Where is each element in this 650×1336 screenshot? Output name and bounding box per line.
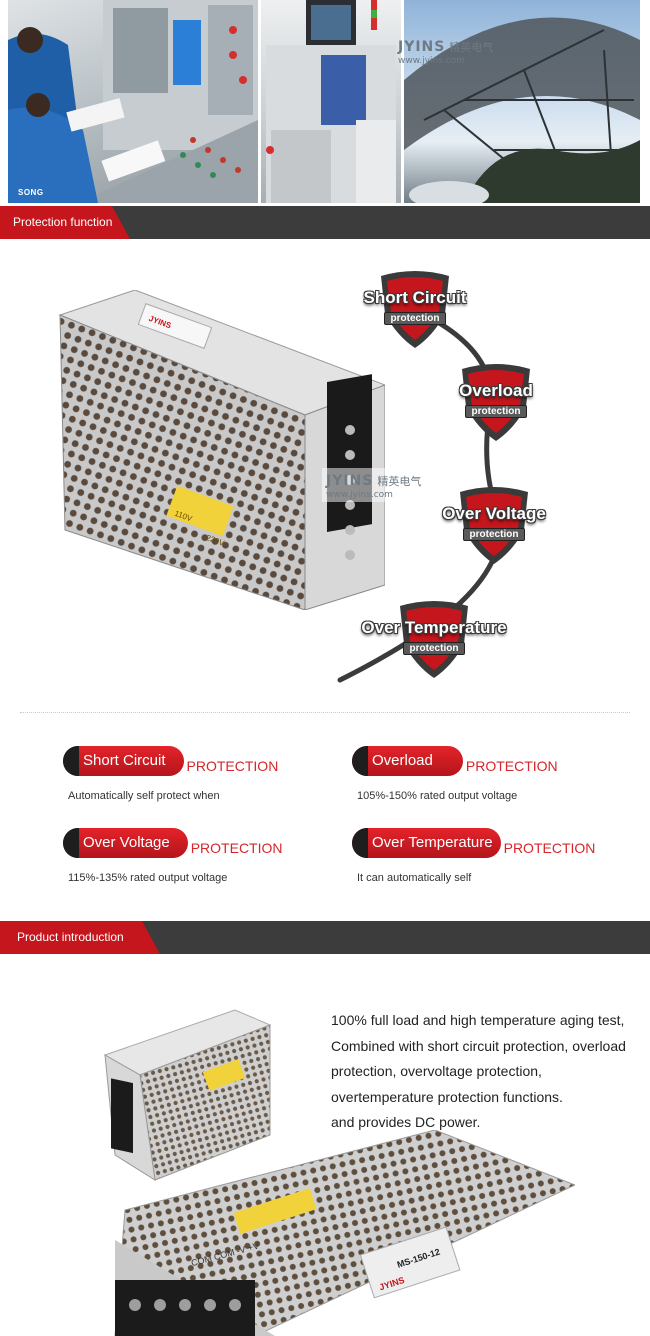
control-room-illustration [8,0,258,203]
product-image-small [103,1009,272,1181]
product-section-title: Product introduction [0,921,160,954]
intro-line: Combined with short circuit protection, … [331,1037,626,1105]
protection-pill-label: Overload [372,752,433,769]
protection-desc: 115%-135% rated output voltage [68,872,228,884]
protection-word: PROTECTION [190,840,283,856]
protection-pill: Overload [352,746,463,776]
shield-over-voltage-sub: protection [462,528,526,541]
product-image-large: COM COM -V +V MS-150-12 JYINS [114,1130,575,1336]
watermark-mid-brand: JYINS [326,473,374,489]
shield-overload-title: Overload [459,381,533,400]
protection-pill-label: Over Temperature [372,834,493,851]
radar-dish-photo [404,0,640,203]
watermark-mid-cn: 精英电气 [377,475,422,488]
protection-pill-label: Short Circuit [83,752,166,769]
protection-word: PROTECTION [186,758,279,774]
protection-item-over-voltage: Over Voltage PROTECTION 115%-135% rated o… [63,828,283,884]
shield-short-circuit: Short Circuit protection [360,271,470,348]
protection-section-title: Protection function [0,206,130,239]
shield-short-circuit-sub: protection [383,312,447,325]
watermark-brand: JYINS [398,39,446,55]
protection-item-short-circuit: Short Circuit PROTECTION Automatically se… [63,746,278,802]
shield-over-temperature-title: Over Temperature [361,618,507,637]
shield-over-temperature-sub: protection [402,642,466,655]
protection-desc: 105%-150% rated output voltage [357,790,518,802]
intro-line: 100% full load and high temperature agin… [331,1012,625,1028]
watermark-cn: 精英电气 [449,41,494,54]
shield-over-voltage: Over Voltage protection [436,487,552,564]
photo-caption: SONG [18,188,44,197]
machine-photo [261,0,401,203]
shield-over-temperature: Over Temperature protection [352,601,516,678]
watermark-url: www.jyins.com [398,56,465,66]
machine-illustration [266,0,396,203]
protection-pill: Over Voltage [63,828,188,858]
protection-pill: Over Temperature [352,828,501,858]
protection-word: PROTECTION [465,758,558,774]
protection-desc: It can automatically self [357,872,472,884]
intro-line: and provides DC power. [331,1114,481,1130]
watermark-mid-url: www.jyins.com [326,490,393,500]
protection-desc: Automatically self protect when [68,790,220,802]
protection-pill-label: Over Voltage [83,834,170,851]
radar-illustration [404,17,640,203]
shield-overload: Overload protection [450,364,542,441]
protection-pill: Short Circuit [63,746,184,776]
protection-section-header: Protection function [0,206,650,239]
shield-over-voltage-title: Over Voltage [442,504,546,523]
product-section-header: Product introduction [0,921,650,954]
divider [20,712,630,713]
protection-item-overload: Overload PROTECTION 105%-150% rated outpu… [352,746,558,802]
product-intro-text: 100% full load and high temperature agin… [331,1008,631,1136]
control-room-photo: SONG [8,0,258,203]
shield-overload-sub: protection [464,405,528,418]
protection-item-over-temperature: Over Temperature PROTECTION It can automa… [352,828,595,884]
shield-short-circuit-title: Short Circuit [363,288,467,307]
protection-word: PROTECTION [503,840,596,856]
